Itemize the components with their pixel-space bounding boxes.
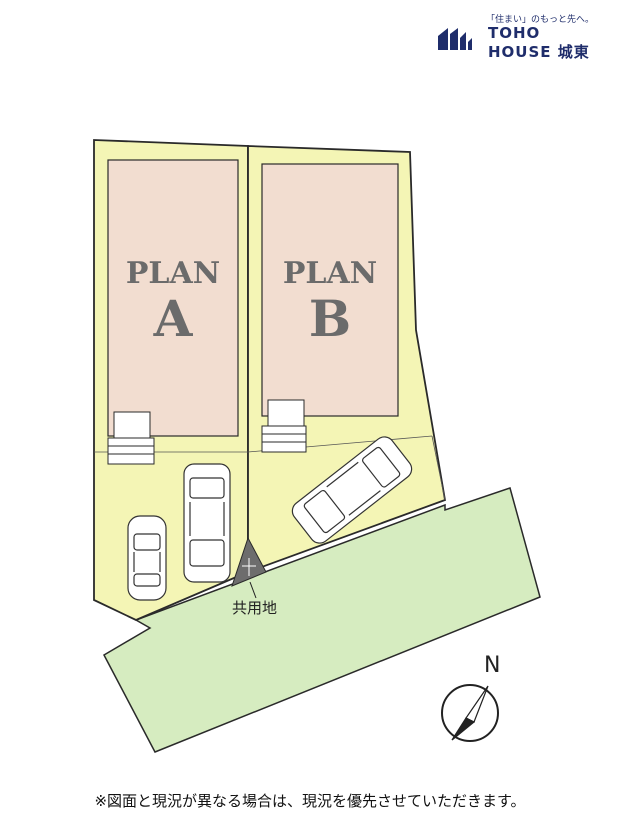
site-plan: 共用地 PLAN A PLAN B N [93, 139, 541, 753]
north-label: N [484, 653, 500, 678]
north-arrow-icon [441, 684, 499, 742]
logo-mark-icon [438, 28, 472, 50]
entrance-steps-a [107, 411, 155, 465]
parking-car-angled [291, 436, 413, 544]
plan-b-word: PLAN [283, 256, 377, 291]
building-a [107, 159, 239, 437]
toho-house-logo: 「住まい」のもっと先へ。 TOHO HOUSE 城東 [436, 12, 606, 61]
plan-b-letter: B [309, 289, 351, 348]
logo-brand-line1: TOHO [488, 24, 541, 42]
road-area [103, 487, 541, 753]
plan-a-letter: A [153, 289, 194, 348]
footnote-disclaimer: ※図面と現況が異なる場合は、現況を優先させていただきます。 [94, 792, 526, 810]
plan-a-word: PLAN [126, 256, 220, 291]
logo-brand-line2: HOUSE 城東 [488, 43, 590, 61]
building-b [261, 163, 399, 417]
parking-car-wagon [183, 463, 231, 583]
parking-car-small [127, 515, 167, 601]
logo-tagline: 「住まい」のもっと先へ。 [486, 15, 595, 25]
entrance-steps-b [261, 399, 307, 453]
shared-land-label: 共用地 [232, 599, 277, 617]
